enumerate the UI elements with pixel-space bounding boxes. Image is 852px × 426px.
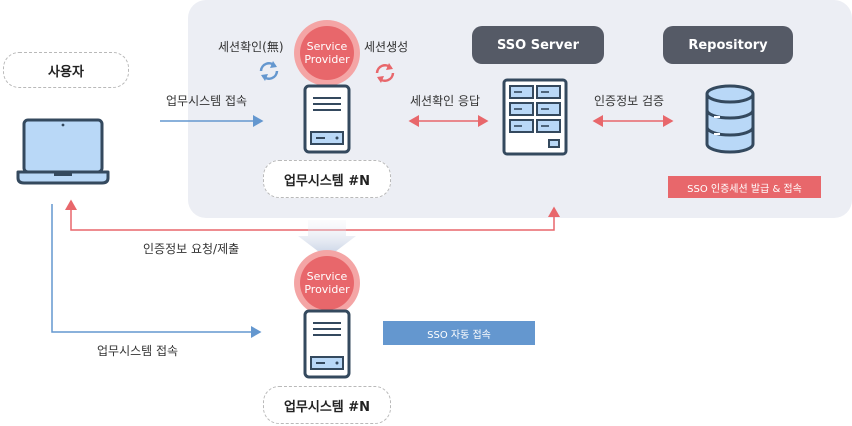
sp-line2: Provider bbox=[304, 53, 350, 66]
system-label-top: 업무시스템 #N bbox=[283, 173, 371, 189]
sso-issue-badge: SSO 인증세션 발급 & 접속 bbox=[668, 176, 821, 198]
database-icon bbox=[705, 84, 755, 154]
refresh-icon-blue bbox=[259, 61, 279, 81]
laptop-icon bbox=[16, 118, 110, 185]
system-label-box-bottom: 업무시스템 #N bbox=[263, 386, 391, 424]
sso-auto-label: SSO 자동 접속 bbox=[427, 329, 491, 341]
user-label-box: 사용자 bbox=[3, 52, 129, 88]
credential-verify-label: 인증정보 검증 bbox=[594, 94, 665, 108]
sso-server-title: SSO Server bbox=[472, 26, 604, 64]
sso-issue-label: SSO 인증세션 발급 & 접속 bbox=[687, 183, 802, 195]
sp-line1: Service bbox=[306, 40, 348, 53]
access-label-top: 업무시스템 접속 bbox=[166, 94, 248, 108]
user-label: 사용자 bbox=[48, 64, 84, 80]
system-label-bottom: 업무시스템 #N bbox=[283, 399, 371, 415]
sso-server-rack-icon bbox=[502, 78, 568, 156]
sso-server-label: SSO Server bbox=[496, 37, 579, 53]
repository-title: Repository bbox=[663, 26, 793, 64]
sso-auto-badge: SSO 자동 접속 bbox=[383, 321, 535, 345]
session-check-label: 세션확인(無) bbox=[218, 40, 284, 54]
system-label-box-top: 업무시스템 #N bbox=[263, 160, 391, 198]
transition-arrow bbox=[298, 220, 356, 258]
access-arrow-bottom bbox=[51, 204, 262, 338]
sp-line2-bottom: Provider bbox=[304, 283, 350, 296]
repository-label: Repository bbox=[688, 37, 768, 53]
credential-request-label: 인증정보 요청/제출 bbox=[143, 242, 240, 256]
sp-line1-bottom: Service bbox=[306, 270, 348, 283]
server-icon-top bbox=[303, 84, 351, 154]
service-provider-badge-bottom: Service Provider bbox=[294, 250, 360, 316]
session-reply-label: 세션확인 응답 bbox=[410, 94, 481, 108]
refresh-icon-red bbox=[375, 63, 395, 83]
server-icon-bottom bbox=[303, 309, 351, 379]
session-create-label: 세션생성 bbox=[364, 40, 409, 54]
access-label-bottom: 업무시스템 접속 bbox=[97, 344, 179, 358]
service-provider-badge-top: Service Provider bbox=[294, 20, 360, 86]
